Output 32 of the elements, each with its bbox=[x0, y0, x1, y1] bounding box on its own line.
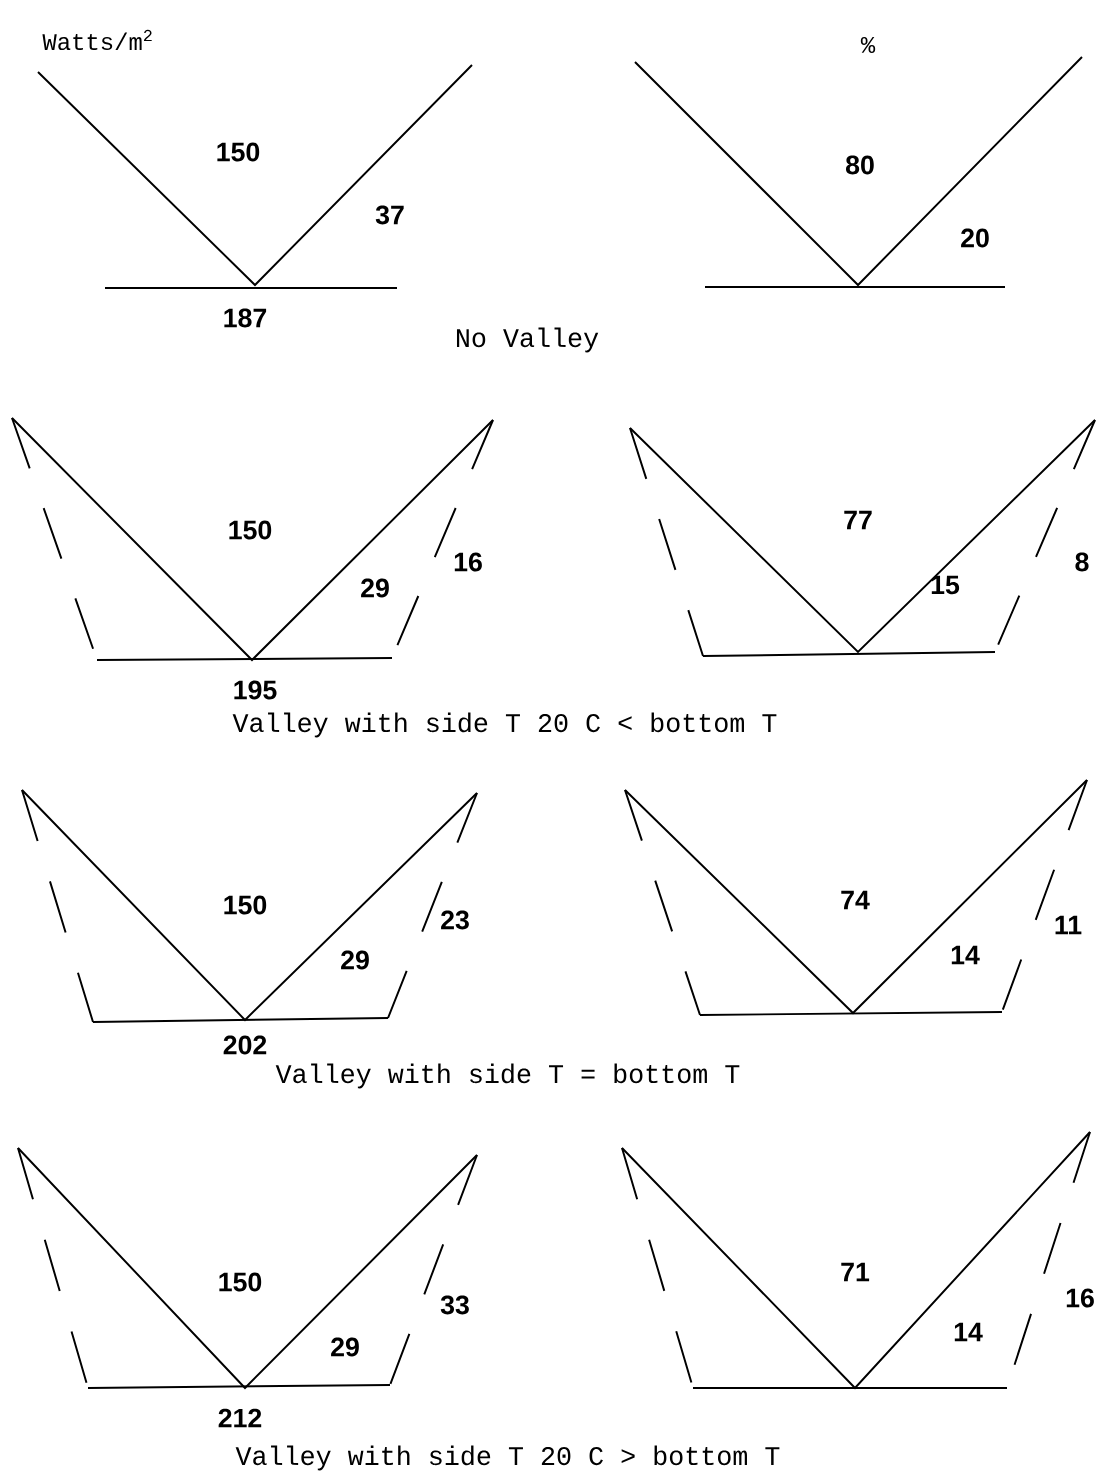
value-label: 29 bbox=[361, 578, 389, 598]
value-label: 20 bbox=[961, 228, 989, 248]
value-label: 16 bbox=[454, 552, 482, 572]
value-label: 212 bbox=[218, 1408, 262, 1428]
value-label: 150 bbox=[217, 142, 260, 162]
value-label: 202 bbox=[223, 1035, 267, 1055]
value-label: 74 bbox=[841, 890, 870, 910]
value-label: 71 bbox=[841, 1262, 870, 1282]
value-label: 14 bbox=[954, 1322, 983, 1342]
value-label: 150 bbox=[219, 1272, 262, 1292]
caption: Valley with side T 20 C > bottom T bbox=[235, 1445, 780, 1471]
value-label: 37 bbox=[375, 205, 404, 225]
value-label: 80 bbox=[846, 155, 874, 175]
value-label: 23 bbox=[441, 910, 469, 930]
value-label: 150 bbox=[229, 520, 272, 540]
value-label: 33 bbox=[440, 1295, 469, 1315]
value-label: 29 bbox=[341, 950, 369, 970]
value-label: 15 bbox=[931, 575, 960, 595]
value-label: 77 bbox=[844, 510, 872, 530]
value-label: 16 bbox=[1066, 1288, 1094, 1308]
caption: No Valley bbox=[457, 327, 599, 353]
value-label: 195 bbox=[234, 680, 277, 700]
value-label: 187 bbox=[224, 308, 267, 328]
unit-label: Watts/m$^{2}$ bbox=[42, 29, 152, 51]
value-label: 29 bbox=[331, 1337, 359, 1357]
caption: Valley with side T = bottom T bbox=[275, 1063, 740, 1089]
value-label: 150 bbox=[224, 895, 267, 915]
value-label: 11 bbox=[1055, 915, 1082, 935]
value-label: 8 bbox=[1075, 552, 1089, 572]
value-label: 14 bbox=[951, 945, 980, 965]
caption: Valley with side T 20 C < bottom T bbox=[232, 712, 777, 738]
unit-label: % bbox=[860, 37, 876, 53]
